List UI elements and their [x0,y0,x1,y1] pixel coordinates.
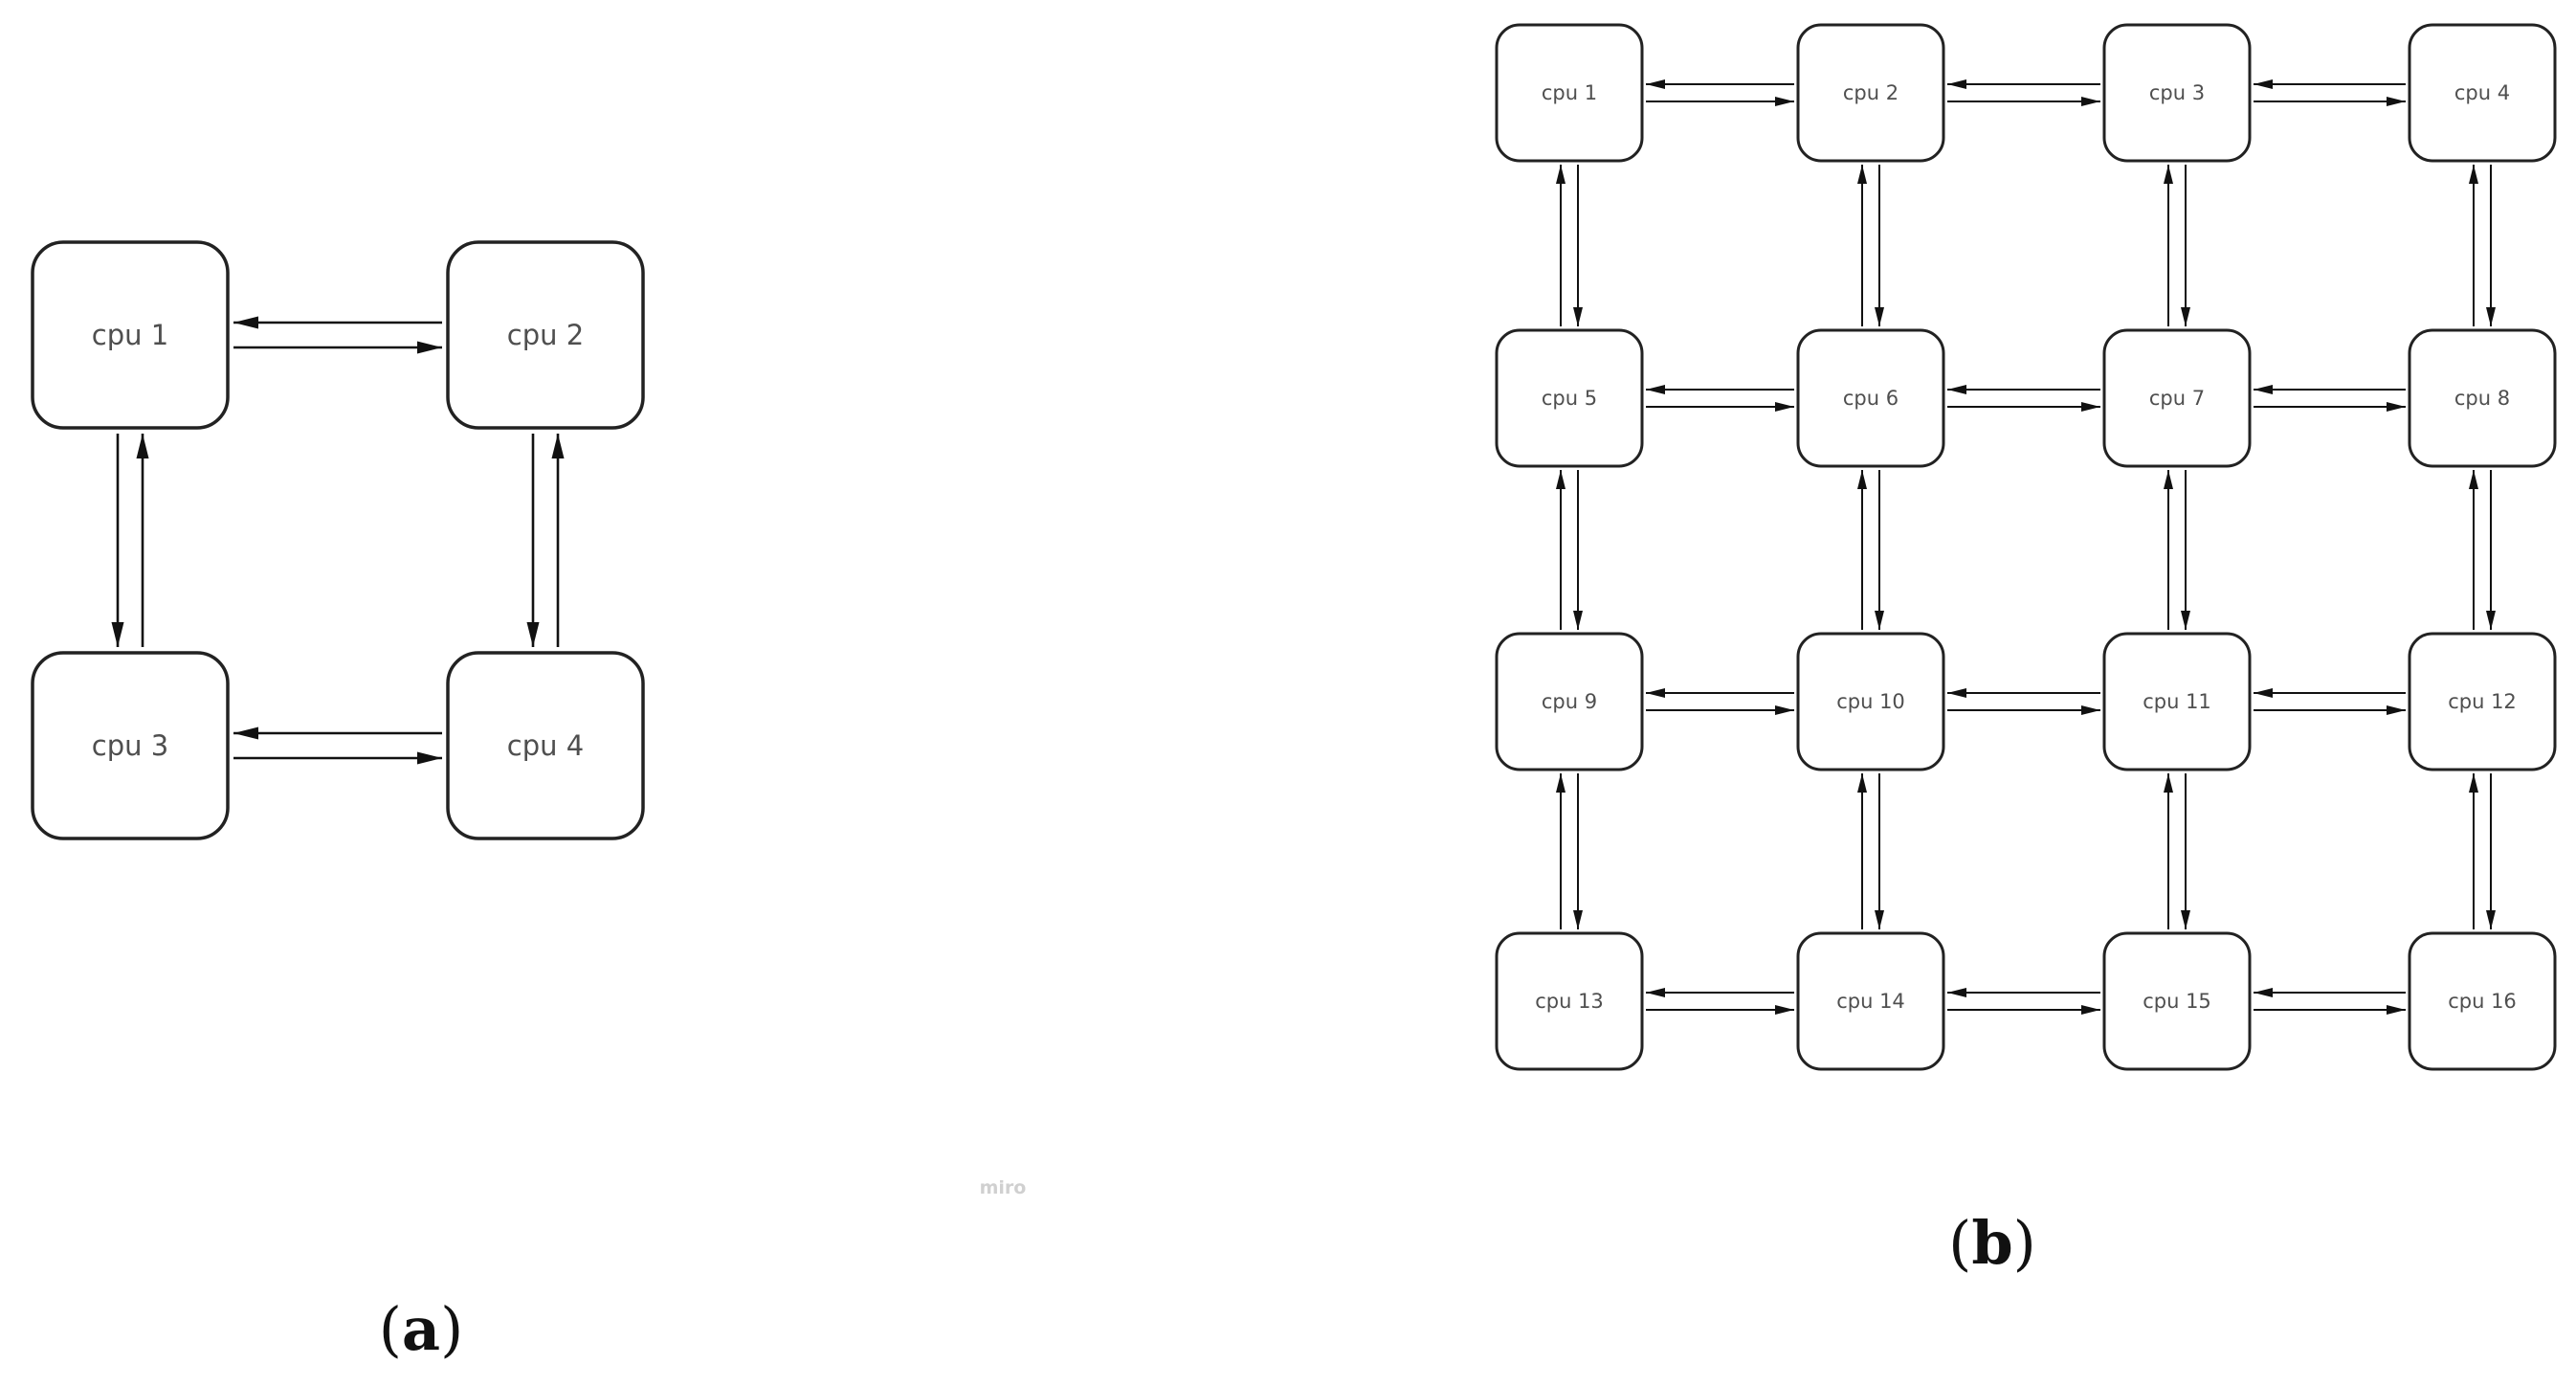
cpu-node-label: cpu 6 [1843,387,1899,410]
cpu-node-9: cpu 9 [1495,632,1644,771]
cpu-node-box [2408,328,2557,468]
cpu-node-label: cpu 4 [507,729,584,762]
cpu-node-1: cpu 1 [1495,23,1644,163]
panel-a-four-cpu-ring: cpu 1 cpu 2 cpu 3 cpu 4 [31,240,645,840]
caption-b-close-paren: ) [2013,1208,2036,1278]
cpu-node-box [1495,931,1644,1071]
cpu-node-2: cpu 2 [1796,23,1945,163]
cpu-node-label: cpu 2 [1843,81,1899,104]
cpu-node-label: cpu 5 [1542,387,1597,410]
cpu-node-8: cpu 8 [2408,328,2557,468]
miro-watermark: miro [980,1177,1027,1198]
cpu-node-box [1495,23,1644,163]
cpu-node-label: cpu 3 [2149,81,2205,104]
cpu-node-label: cpu 14 [1836,990,1905,1013]
cpu-node-box [2408,931,2557,1071]
cpu-node-box [1495,328,1644,468]
cpu-node-box [1796,23,1945,163]
cpu-node-5: cpu 5 [1495,328,1644,468]
cpu-node-label: cpu 9 [1542,690,1597,713]
cpu-node-box [2408,23,2557,163]
cpu-node-label: cpu 7 [2149,387,2205,410]
cpu-node-label: cpu 2 [507,319,584,351]
cpu-node-box [2102,931,2252,1071]
cpu-node-2: cpu 2 [446,240,645,430]
cpu-node-box [1796,931,1945,1071]
cpu-node-label: cpu 12 [2448,690,2517,713]
cpu-node-7: cpu 7 [2102,328,2252,468]
caption-b-open-paren: ( [1948,1208,1971,1278]
cpu-node-15: cpu 15 [2102,931,2252,1071]
cpu-node-label: cpu 13 [1535,990,1604,1013]
cpu-node-16: cpu 16 [2408,931,2557,1071]
cpu-node-label: cpu 16 [2448,990,2517,1013]
cpu-node-12: cpu 12 [2408,632,2557,771]
panel-b-sixteen-cpu-mesh: cpu 1 cpu 2 cpu 3 cpu 4 cpu 5 cpu 6 cpu 7 cpu 8… [1495,23,2557,1071]
cpu-node-4: cpu 4 [446,651,645,840]
cpu-node-box [1796,328,1945,468]
cpu-node-box [2102,328,2252,468]
cpu-node-box [31,240,230,430]
cpu-node-3: cpu 3 [2102,23,2252,163]
cpu-node-11: cpu 11 [2102,632,2252,771]
cpu-node-label: cpu 15 [2143,990,2211,1013]
cpu-node-4: cpu 4 [2408,23,2557,163]
cpu-node-box [31,651,230,840]
caption-b-letter: b [1971,1208,2012,1278]
cpu-node-label: cpu 1 [1542,81,1597,104]
panel-b-caption: (b) [1948,1208,2036,1278]
panel-a-caption: (a) [379,1294,464,1364]
cpu-node-label: cpu 3 [92,729,168,762]
cpu-node-box [2102,23,2252,163]
cpu-node-3: cpu 3 [31,651,230,840]
cpu-node-box [2102,632,2252,771]
cpu-node-label: cpu 1 [92,319,168,351]
caption-a-letter: a [402,1294,440,1364]
cpu-node-box [1495,632,1644,771]
cpu-node-label: cpu 11 [2143,690,2211,713]
cpu-node-13: cpu 13 [1495,931,1644,1071]
cpu-node-14: cpu 14 [1796,931,1945,1071]
cpu-node-1: cpu 1 [31,240,230,430]
cpu-node-10: cpu 10 [1796,632,1945,771]
cpu-node-box [446,651,645,840]
cpu-node-label: cpu 8 [2454,387,2510,410]
cpu-node-6: cpu 6 [1796,328,1945,468]
caption-a-close-paren: ) [440,1294,463,1364]
caption-a-open-paren: ( [379,1294,402,1364]
cpu-node-box [2408,632,2557,771]
cpu-node-box [446,240,645,430]
cpu-node-label: cpu 10 [1836,690,1905,713]
cpu-node-box [1796,632,1945,771]
cpu-node-label: cpu 4 [2454,81,2510,104]
